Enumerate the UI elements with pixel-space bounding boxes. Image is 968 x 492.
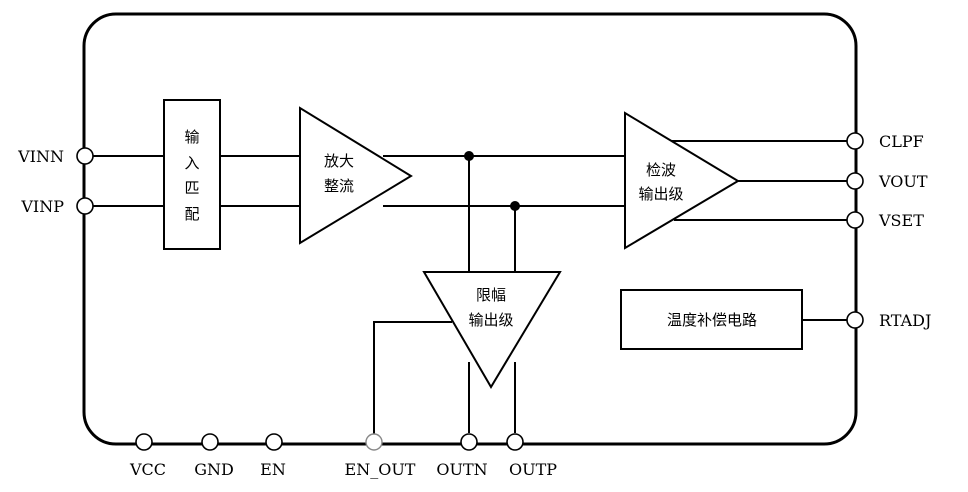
pin-label-outn: OUTN: [436, 460, 487, 479]
pin-label-vinn: VINN: [17, 147, 64, 166]
pin-label-outp: OUTP: [509, 460, 557, 479]
pin-clpf: [846, 132, 864, 150]
wire-en-out: [373, 321, 452, 434]
amp-rectify-label-2: 整流: [324, 177, 354, 195]
pin-vout: [846, 172, 864, 190]
input-match-block: [163, 99, 221, 250]
pin-vinn: [76, 147, 94, 165]
input-match-char-3: 匹: [184, 179, 199, 197]
pin-vset: [846, 211, 864, 229]
input-match-char-1: 输: [184, 128, 199, 146]
pin-label-vcc: VCC: [129, 460, 166, 479]
pin-label-gnd: GND: [194, 460, 234, 479]
pin-label-en: EN: [260, 460, 286, 479]
pin-outp: [506, 433, 524, 451]
amp-rectify-triangle: [299, 106, 413, 245]
pin-label-clpf: CLPF: [879, 132, 924, 151]
input-match-char-2: 入: [184, 154, 199, 172]
junction-dot-n: [464, 151, 474, 161]
pin-en: [265, 433, 283, 451]
limiter-output-label-2: 输出级: [468, 311, 513, 329]
pin-vinp: [76, 197, 94, 215]
pin-label-rtadj: RTADJ: [879, 311, 931, 330]
limiter-output-triangle: [422, 271, 562, 389]
pin-label-vout: VOUT: [878, 172, 928, 191]
pin-label-vinp: VINP: [20, 197, 64, 216]
pin-en-out: [365, 433, 383, 451]
pin-rtadj: [846, 311, 864, 329]
pin-label-en-out: EN_OUT: [345, 460, 416, 479]
limiter-output-label-1: 限幅: [476, 286, 506, 304]
pin-label-vset: VSET: [878, 211, 924, 230]
detector-output-label-1: 检波: [646, 161, 676, 179]
detector-output-label-2: 输出级: [638, 185, 683, 203]
pin-vcc: [135, 433, 153, 451]
temp-comp-block: [620, 289, 803, 350]
signal-wires: [93, 140, 847, 434]
junction-dot-p: [510, 201, 520, 211]
pin-outn: [460, 433, 478, 451]
input-match-char-4: 配: [184, 205, 199, 223]
amp-rectify-label-1: 放大: [324, 152, 354, 170]
temp-comp-label: 温度补偿电路: [667, 311, 757, 329]
pin-gnd: [201, 433, 219, 451]
detector-output-triangle: [624, 111, 740, 250]
